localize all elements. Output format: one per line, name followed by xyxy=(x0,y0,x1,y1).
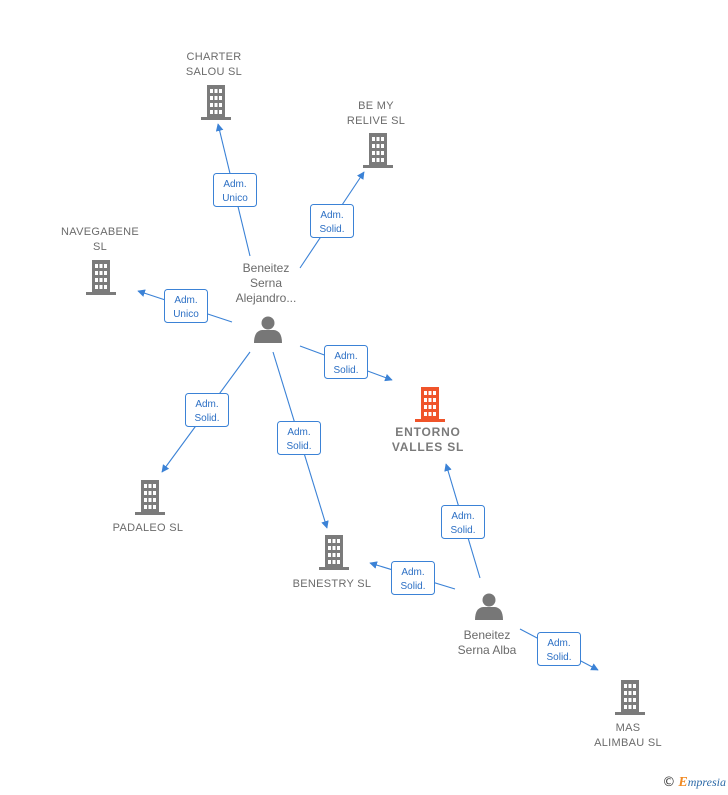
company-node-bemy[interactable]: BE MY RELIVE SL xyxy=(347,100,405,168)
person-label: Beneitez xyxy=(464,628,511,642)
edge-alejandro-charter: Adm. Unico xyxy=(213,123,257,257)
edge-alba-benestry: Adm. Solid. xyxy=(369,561,456,595)
copyright-symbol: © xyxy=(662,775,676,790)
edge-alejandro-navegabene: Adm. Unico xyxy=(137,289,233,323)
edge-label-text: Unico xyxy=(222,193,248,204)
edge-alejandro-padaleo: Adm. Solid. xyxy=(161,351,251,473)
edge-label-box[interactable] xyxy=(310,204,354,238)
person-label: Beneitez xyxy=(243,261,290,275)
edge-label-text: Adm. xyxy=(451,511,474,522)
person-label: Alejandro... xyxy=(236,291,297,305)
company-label: CHARTER xyxy=(186,51,241,63)
company-label: SALOU SL xyxy=(186,66,242,78)
company-node-padaleo[interactable]: PADALEO SL xyxy=(113,480,184,534)
company-label: PADALEO SL xyxy=(113,522,184,534)
edge-label-box[interactable] xyxy=(164,289,208,323)
building-icon xyxy=(363,133,393,168)
edge-label-box[interactable] xyxy=(213,173,257,207)
company-label: NAVEGABENE xyxy=(61,226,139,238)
edge-label-text: Solid. xyxy=(286,441,311,452)
edge-label-text: Adm. xyxy=(195,399,218,410)
building-icon xyxy=(415,387,445,422)
edge-label-box[interactable] xyxy=(277,421,321,455)
edge-alejandro-entorno: Adm. Solid. xyxy=(299,345,393,382)
company-label: VALLES SL xyxy=(392,440,464,454)
edge-label-text: Adm. xyxy=(334,351,357,362)
edge-alba-masalimbau: Adm. Solid. xyxy=(519,628,599,671)
company-label: BENESTRY SL xyxy=(293,578,372,590)
edge-label-text: Solid. xyxy=(194,413,219,424)
edge-alba-entorno: Adm. Solid. xyxy=(441,463,485,579)
edge-label-text: Unico xyxy=(173,309,199,320)
company-node-navegabene[interactable]: NAVEGABENE SL xyxy=(61,226,139,295)
company-label: SL xyxy=(93,241,107,253)
nodes-layer: CHARTER SALOU SL BE MY RELIVE SL NAVEGABENE S… xyxy=(61,51,662,749)
edge-label-text: Adm. xyxy=(223,179,246,190)
building-icon xyxy=(86,260,116,295)
edge-label-text: Solid. xyxy=(450,525,475,536)
edges-layer: Adm.UnicoAdm.Solid.Adm.UnicoAdm.Solid.Ad… xyxy=(137,123,599,671)
edge-label-text: Solid. xyxy=(400,581,425,592)
company-label: ALIMBAU SL xyxy=(594,737,662,749)
person-node-alejandro[interactable]: BeneitezSernaAlejandro... xyxy=(236,261,297,343)
footer-brand: © Empresia xyxy=(662,775,726,791)
company-node-masalimbau[interactable]: MAS ALIMBAU SL xyxy=(594,680,662,749)
edge-label-box[interactable] xyxy=(391,561,435,595)
edge-label-box[interactable] xyxy=(441,505,485,539)
company-label: BE MY xyxy=(358,100,394,112)
brand-initial: E xyxy=(678,775,688,790)
edge-label-text: Adm. xyxy=(174,295,197,306)
edge-label-text: Adm. xyxy=(401,567,424,578)
building-icon xyxy=(615,680,645,715)
edge-label-text: Adm. xyxy=(547,638,570,649)
edge-label-text: Solid. xyxy=(546,652,571,663)
company-node-charter[interactable]: CHARTER SALOU SL xyxy=(186,51,242,120)
company-label: RELIVE SL xyxy=(347,115,405,127)
edge-label-box[interactable] xyxy=(185,393,229,427)
edge-label-text: Adm. xyxy=(287,427,310,438)
building-icon xyxy=(201,85,231,120)
person-label: Serna xyxy=(250,276,282,290)
edge-label-text: Solid. xyxy=(333,365,358,376)
edge-label-text: Solid. xyxy=(319,224,344,235)
person-icon xyxy=(475,593,503,620)
edge-alejandro-benestry: Adm. Solid. xyxy=(272,351,329,529)
building-icon xyxy=(135,480,165,515)
edge-label-box[interactable] xyxy=(324,345,368,379)
company-label: ENTORNO xyxy=(395,425,460,439)
building-icon xyxy=(319,535,349,570)
edge-label-text: Adm. xyxy=(320,210,343,221)
brand-name: mpresia xyxy=(687,775,726,789)
edge-label-box[interactable] xyxy=(537,632,581,666)
person-label: Serna Alba xyxy=(458,643,517,657)
company-node-benestry[interactable]: BENESTRY SL xyxy=(293,535,372,590)
person-icon xyxy=(254,316,282,343)
company-label: MAS xyxy=(616,722,641,734)
edge-alejandro-bemy: Adm. Solid. xyxy=(299,171,365,269)
